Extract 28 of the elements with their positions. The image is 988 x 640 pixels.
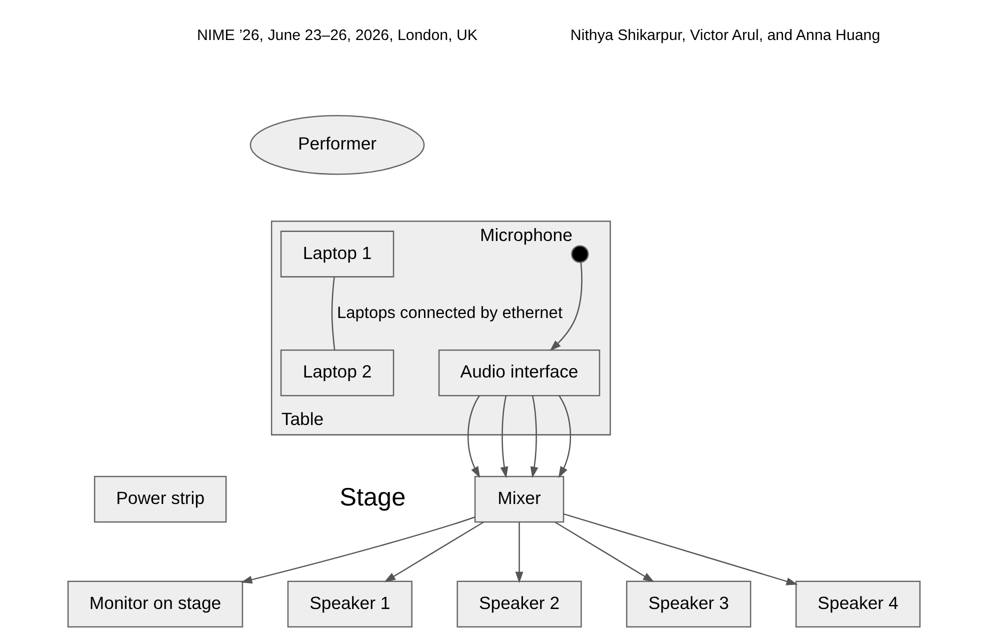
- node-box: Laptop 2: [280, 350, 394, 396]
- arrow: [468, 395, 480, 478]
- arrow: [558, 395, 572, 478]
- arrow: [563, 513, 798, 586]
- arrow: [384, 522, 484, 582]
- arrow: [550, 262, 582, 352]
- edge-label: Laptops connected by ethernet: [337, 304, 563, 322]
- node-box: Monitor on stage: [67, 580, 244, 628]
- node-box: Speaker 3: [626, 580, 752, 628]
- node-box: Power strip: [94, 476, 227, 523]
- arrow: [500, 396, 508, 478]
- label: Stage: [340, 484, 406, 512]
- label: NIME ’26, June 23–26, 2026, London, UK: [196, 26, 478, 44]
- node-box: Laptop 1: [280, 230, 394, 278]
- label: Nithya Shikarpur, Victor Arul, and Anna Huang: [570, 26, 880, 44]
- arrow: [515, 522, 524, 584]
- node-ellipse: Performer: [250, 115, 425, 175]
- node-box: Mixer: [474, 476, 564, 523]
- node-circle: [571, 245, 589, 263]
- arrow: [240, 516, 475, 584]
- node-box: Speaker 4: [795, 580, 921, 628]
- arrow: [530, 396, 538, 478]
- node-box: Speaker 2: [456, 580, 582, 628]
- node-label: Microphone: [480, 225, 572, 246]
- connector: [331, 276, 336, 350]
- node-box: Audio interface: [438, 350, 600, 396]
- arrow: [554, 522, 654, 582]
- node-box: Speaker 1: [287, 580, 412, 628]
